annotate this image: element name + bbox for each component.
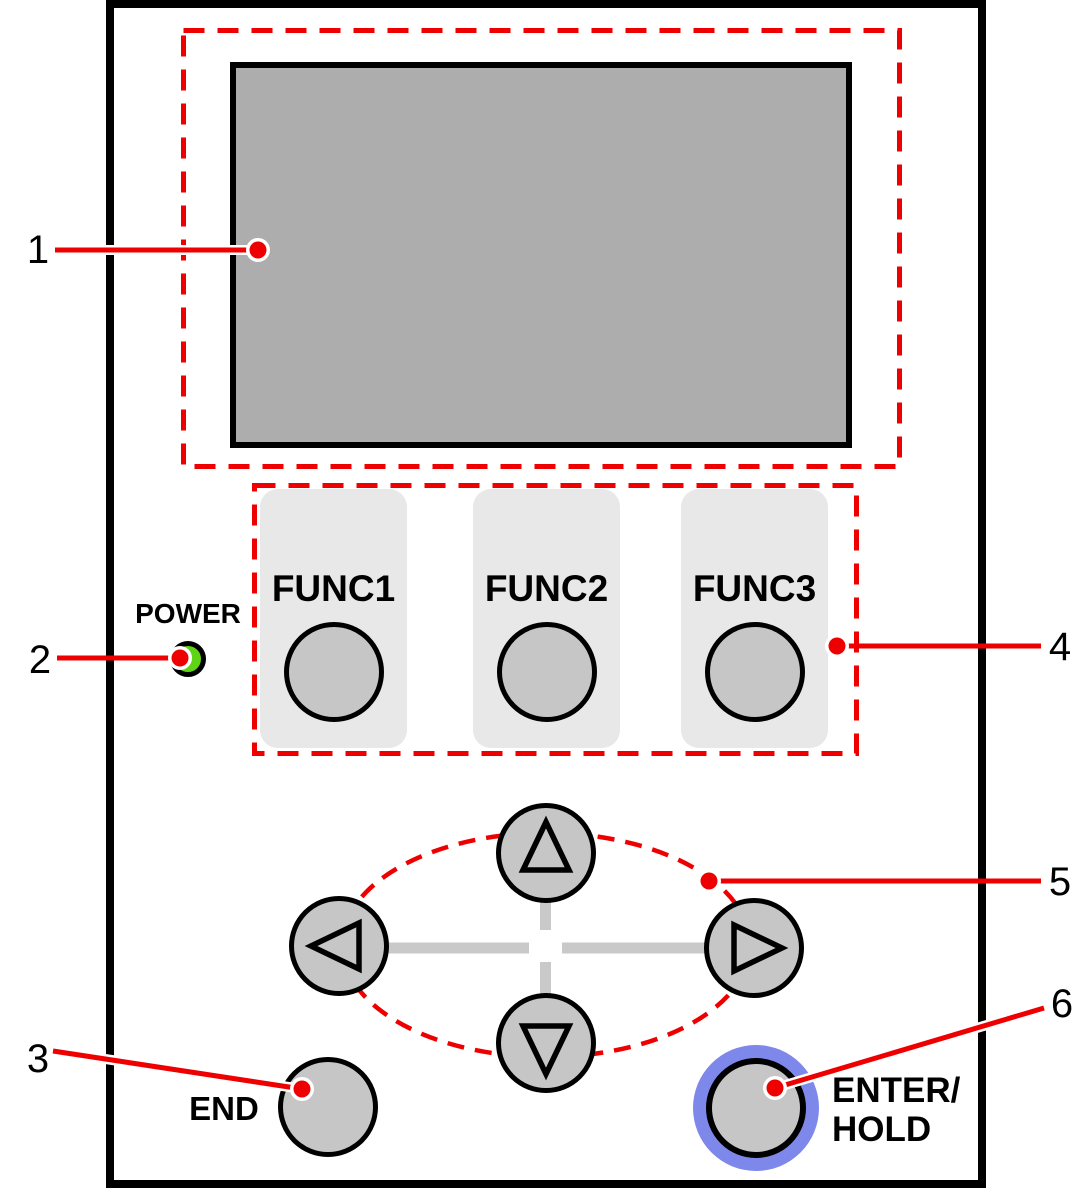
func3-button[interactable]	[705, 622, 805, 722]
func1-label: FUNC1	[271, 568, 396, 609]
arrow-up-icon	[518, 815, 574, 873]
callout-number-3: 3	[26, 1037, 50, 1081]
func1-button[interactable]	[284, 622, 384, 722]
end-label: END	[189, 1090, 259, 1127]
arrow-left-button[interactable]	[289, 896, 389, 996]
end-button[interactable]	[278, 1057, 378, 1157]
power-led	[170, 641, 206, 677]
func2-label: FUNC2	[484, 568, 609, 609]
callout-number-1: 1	[26, 228, 50, 272]
callout-number-2: 2	[28, 638, 52, 682]
callout-number-4: 4	[1048, 625, 1072, 669]
arrow-left-icon	[304, 918, 362, 974]
power-label: POWER	[135, 598, 241, 629]
arrow-up-button[interactable]	[496, 803, 596, 903]
arrow-down-button[interactable]	[496, 993, 596, 1093]
enter-hold-label: ENTER/ HOLD	[832, 1071, 992, 1149]
func3-label: FUNC3	[692, 568, 817, 609]
arrow-right-icon	[731, 920, 789, 976]
func2-button[interactable]	[497, 622, 597, 722]
enter-hold-button[interactable]	[706, 1058, 806, 1158]
arrow-down-icon	[518, 1023, 574, 1081]
arrow-right-button[interactable]	[704, 898, 804, 998]
display-screen	[230, 62, 852, 448]
callout-number-5: 5	[1048, 860, 1072, 904]
enter-label-line2: HOLD	[832, 1110, 932, 1149]
callout-number-6: 6	[1050, 982, 1074, 1026]
enter-label-line1: ENTER/	[832, 1071, 961, 1110]
